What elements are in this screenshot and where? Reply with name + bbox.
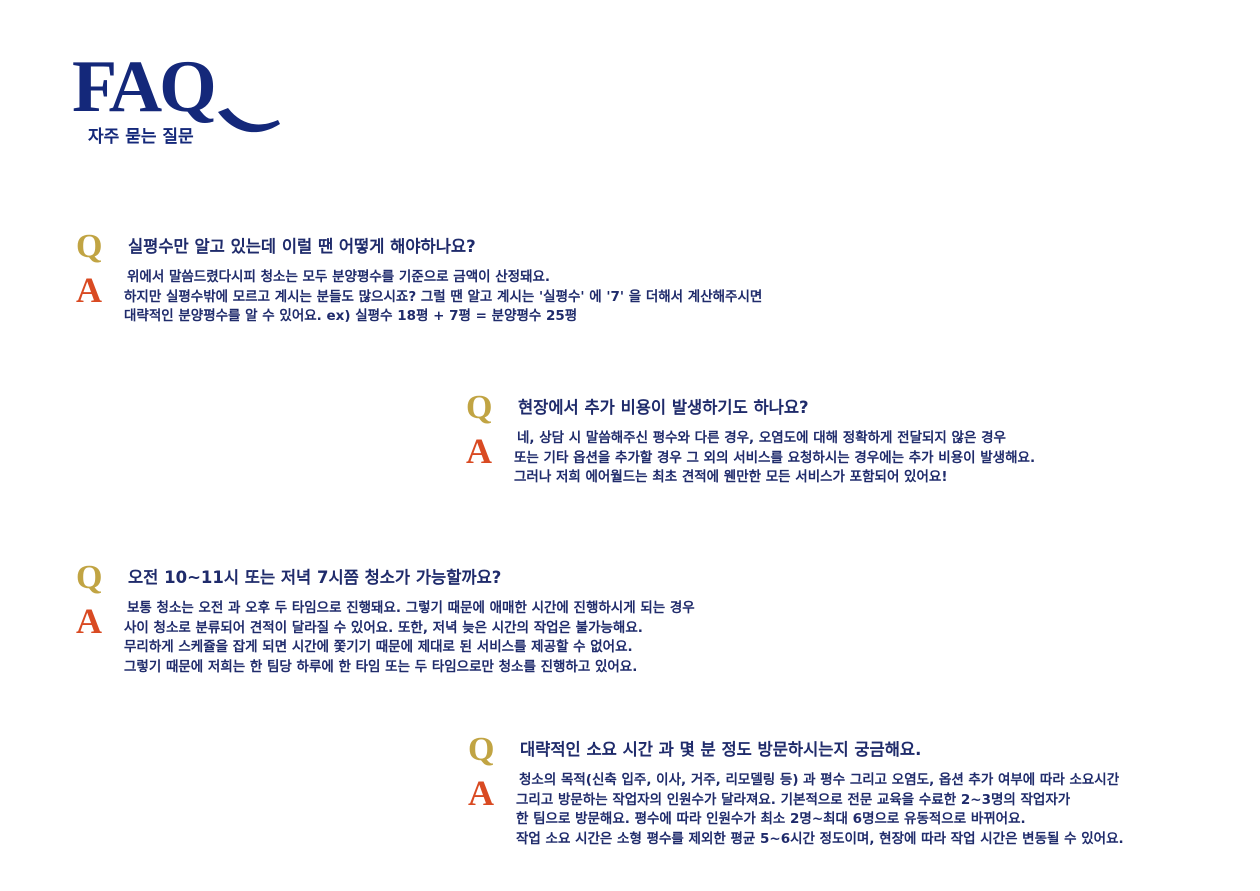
answer-line: 작업 소요 시간은 소형 평수를 제외한 평균 5~6시간 정도이며, 현장에 … — [516, 830, 1124, 847]
faq-answer: 청소의 목적(신축 입주, 이사, 거주, 리모델링 등) 과 평수 그리고 오… — [516, 771, 1124, 849]
answer-mark-icon: A — [76, 270, 102, 310]
faq-question: 현장에서 추가 비용이 발생하기도 하나요? — [518, 398, 809, 417]
faq-logo: FAQ 자주 묻는 질문 — [72, 50, 282, 150]
question-mark-icon: Q — [76, 559, 103, 596]
answer-line: 청소의 목적(신축 입주, 이사, 거주, 리모델링 등) 과 평수 그리고 오… — [519, 772, 1120, 788]
answer-line: 그렇기 때문에 저희는 한 팀당 하루에 한 타임 또는 두 타임으로만 청소를… — [124, 658, 638, 675]
answer-line: 그리고 방문하는 작업자의 인원수가 달라져요. 기본적으로 전문 교육을 수료… — [516, 791, 1071, 808]
faq-answer: 네, 상담 시 말씀해주신 평수와 다른 경우, 오염도에 대해 정확하게 전달… — [514, 429, 1035, 488]
faq-answer: 위에서 말씀드렸다시피 청소는 모두 분양평수를 기준으로 금액이 산정돼요. … — [124, 268, 762, 327]
answer-mark-icon: A — [76, 601, 102, 641]
answer-line: 또는 기타 옵션을 추가할 경우 그 외의 서비스를 요청하시는 경우에는 추가… — [514, 449, 1036, 466]
logo-q-tail-icon — [218, 108, 280, 133]
answer-line: 네, 상담 시 말씀해주신 평수와 다른 경우, 오염도에 대해 정확하게 전달… — [517, 430, 1006, 446]
faq-question: 실평수만 알고 있는데 이럴 땐 어떻게 해야하나요? — [128, 237, 476, 256]
answer-line: 한 팀으로 방문해요. 평수에 따라 인원수가 최소 2명~최대 6명으로 유동… — [516, 811, 1026, 827]
answer-line: 사이 청소로 분류되어 견적이 달라질 수 있어요. 또한, 저녁 늦은 시간의… — [124, 619, 643, 636]
answer-mark-icon: A — [466, 431, 492, 471]
faq-question: 대략적인 소요 시간 과 몇 분 정도 방문하시는지 궁금해요. — [520, 740, 922, 759]
answer-line: 하지만 실평수밖에 모르고 계시는 분들도 많으시죠? 그럴 땐 알고 계시는 … — [124, 288, 763, 305]
question-mark-icon: Q — [466, 389, 493, 426]
logo-wordmark: FAQ — [72, 46, 217, 128]
faq-answer: 보통 청소는 오전 과 오후 두 타임으로 진행돼요. 그렇기 때문에 애매한 … — [124, 599, 695, 677]
question-mark-icon: Q — [468, 731, 495, 768]
answer-line: 무리하게 스케쥴을 잡게 되면 시간에 쫓기기 때문에 제대로 된 서비스를 제… — [124, 639, 633, 655]
logo-subtitle: 자주 묻는 질문 — [88, 127, 194, 147]
question-mark-icon: Q — [76, 228, 103, 265]
answer-line: 그러나 저희 에어월드는 최초 견적에 웬만한 모든 서비스가 포함되어 있어요… — [514, 469, 948, 485]
answer-line: 위에서 말씀드렸다시피 청소는 모두 분양평수를 기준으로 금액이 산정돼요. — [127, 269, 551, 285]
answer-line: 대략적인 분양평수를 알 수 있어요. ex) 실평수 18평 + 7평 = 분… — [124, 308, 578, 324]
answer-mark-icon: A — [468, 773, 494, 813]
faq-question: 오전 10~11시 또는 저녁 7시쯤 청소가 가능할까요? — [128, 568, 502, 587]
answer-line: 보통 청소는 오전 과 오후 두 타임으로 진행돼요. 그렇기 때문에 애매한 … — [127, 600, 695, 616]
